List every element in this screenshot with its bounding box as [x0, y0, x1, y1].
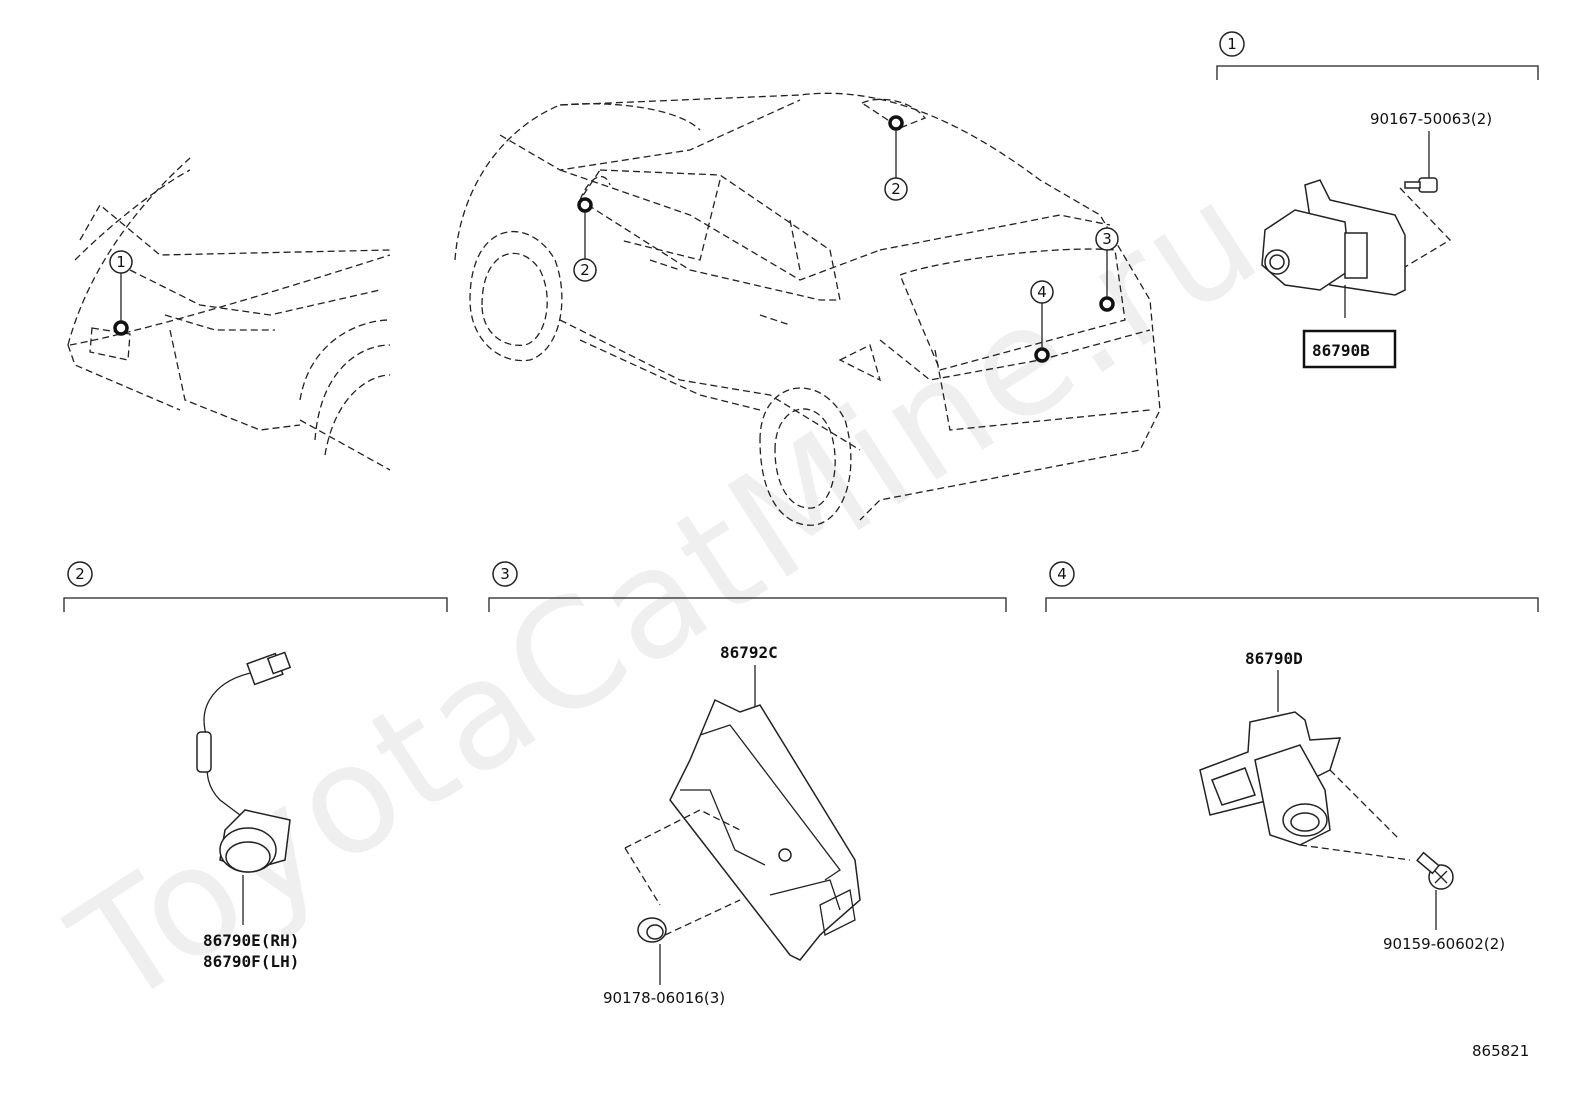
- main-car-illustration: 2 2 3 4: [454, 92, 1161, 526]
- part-86790D-label[interactable]: 86790D: [1245, 649, 1303, 668]
- watermark: ToyotaCatMine.ru: [44, 147, 1290, 1040]
- group-3-marker: [492, 561, 518, 587]
- callout-2-roof: 2: [891, 180, 901, 198]
- callout-4: 4: [1037, 283, 1047, 301]
- part-86790E-label[interactable]: 86790E(RH): [203, 931, 299, 950]
- svg-text:2: 2: [75, 565, 85, 583]
- side-camera-icon: [196, 651, 292, 873]
- group-4-marker: [1049, 561, 1075, 587]
- bolt-icon: [1404, 177, 1438, 193]
- highlight-box: [1302, 329, 1397, 369]
- diagram-ref-number: 865821: [1472, 1042, 1529, 1060]
- group-1-front-camera: 1 90167-50063(2) 86790B: [1216, 31, 1539, 369]
- front-car-illustration: 1: [67, 157, 391, 471]
- nut-90178-label: 90178-06016(3): [603, 989, 725, 1007]
- group-2-side-camera: 2 86790E(RH) 86790F(LH): [63, 561, 448, 971]
- callout-1-front: 1: [116, 253, 126, 271]
- rear-camera-icon: [1199, 711, 1342, 846]
- nut-icon: [637, 917, 667, 943]
- callout-3: 3: [1102, 230, 1112, 248]
- ecu-module-icon: [669, 698, 861, 961]
- screw-icon: [1416, 851, 1454, 890]
- group-3-ecu: 3 86792C 90178-06016(3): [488, 561, 1007, 1007]
- part-86790B-label[interactable]: 86790B: [1312, 341, 1370, 360]
- svg-text:1: 1: [1227, 35, 1237, 53]
- front-camera-icon: [1261, 179, 1406, 296]
- part-86792C-label[interactable]: 86792C: [720, 643, 778, 662]
- group-4-rear-camera: 4 86790D 90159-60602(2): [1045, 561, 1539, 953]
- group-2-marker: [67, 561, 93, 587]
- group-1-marker: [1219, 31, 1245, 57]
- screw-90159-label: 90159-60602(2): [1383, 935, 1505, 953]
- svg-text:4: 4: [1057, 565, 1067, 583]
- bolt-90167-label: 90167-50063(2): [1370, 110, 1492, 128]
- svg-text:3: 3: [500, 565, 510, 583]
- part-86790F-label[interactable]: 86790F(LH): [203, 952, 299, 971]
- callout-2-mirror: 2: [580, 261, 590, 279]
- sensor-point-1: [113, 320, 129, 336]
